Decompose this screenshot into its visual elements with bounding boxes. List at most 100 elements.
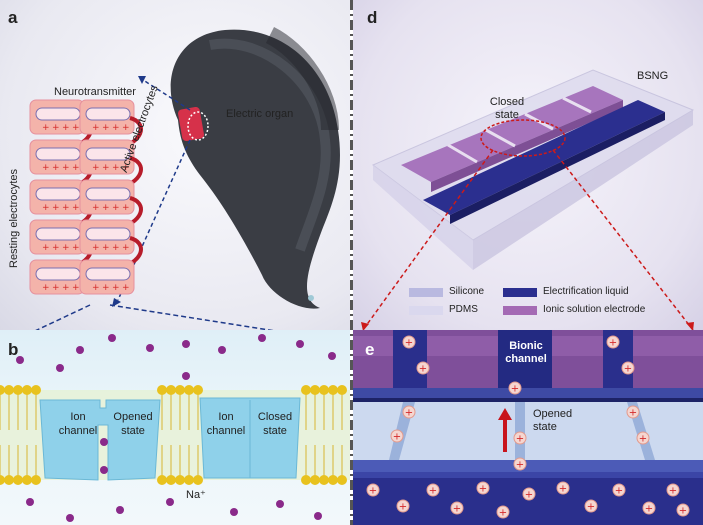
charge-plus: +	[62, 203, 70, 213]
legend-swatch-electrode	[503, 306, 537, 315]
charge-plus: +	[102, 123, 110, 133]
legend-label-pdms: PDMS	[449, 304, 478, 315]
opened-state-label: Opened state	[113, 411, 153, 437]
charge-plus: +	[62, 163, 70, 173]
sodium-ion	[314, 512, 322, 520]
ion-channel-1-label: Ion channel	[58, 411, 98, 437]
lipid-head	[22, 475, 32, 485]
lipid-head	[193, 475, 203, 485]
charge-plus: +	[92, 123, 100, 133]
plus-sign: +	[587, 502, 595, 513]
positive-charge	[496, 505, 510, 519]
lipid-head	[310, 385, 320, 395]
charge-plus: +	[122, 243, 130, 253]
charge-plus: +	[42, 203, 50, 213]
cell-membrane	[35, 107, 81, 121]
charge-plus: +	[122, 163, 130, 173]
positive-charge	[508, 381, 522, 395]
positive-charge	[513, 431, 527, 445]
cell-membrane	[35, 147, 81, 161]
positive-charge	[676, 503, 690, 517]
charge-plus: +	[112, 243, 120, 253]
sodium-ion	[258, 334, 266, 342]
positive-charge	[636, 431, 650, 445]
plus-sign: +	[629, 408, 637, 419]
sodium-ion	[108, 334, 116, 342]
sodium-ion-label: Na⁺	[186, 489, 206, 501]
lipid-head	[184, 385, 194, 395]
plus-sign: +	[399, 502, 407, 513]
cell-membrane	[85, 267, 131, 281]
charge-plus: +	[52, 283, 60, 293]
lipid-head	[4, 385, 14, 395]
lipid-head	[301, 475, 311, 485]
electric-eel	[170, 29, 340, 309]
plus-sign: +	[499, 508, 507, 519]
positive-charge	[476, 481, 490, 495]
positive-charge	[426, 483, 440, 497]
charge-plus: +	[102, 243, 110, 253]
lipid-head	[157, 475, 167, 485]
panel-e-art: ++++++++++++++++++++++++	[353, 330, 703, 525]
cell-membrane	[35, 267, 81, 281]
sodium-ion	[56, 364, 64, 372]
lipid-head	[328, 385, 338, 395]
plus-sign: +	[405, 408, 413, 419]
lipid-head	[301, 385, 311, 395]
charge-plus: +	[52, 123, 60, 133]
plus-sign: +	[516, 434, 524, 445]
closed-state-label: Closed state	[257, 411, 293, 437]
lipid-head	[337, 385, 347, 395]
sodium-ions	[16, 334, 336, 522]
plus-sign: +	[429, 486, 437, 497]
legend-swatch-liquid	[503, 288, 537, 297]
charge-plus: +	[102, 203, 110, 213]
plus-sign: +	[525, 490, 533, 501]
panel-b-label: b	[8, 340, 19, 359]
panel-e: ++++++++++++++++++++++++ e Bionic channe…	[353, 330, 703, 525]
lipid-head	[31, 475, 41, 485]
plus-sign: +	[369, 486, 377, 497]
cell-membrane	[35, 227, 81, 241]
legend-swatch-silicone	[409, 288, 443, 297]
charge-plus: +	[42, 123, 50, 133]
sodium-ion	[328, 352, 336, 360]
plus-sign: +	[645, 504, 653, 515]
plus-sign: +	[405, 338, 413, 349]
positive-charge	[626, 405, 640, 419]
plus-sign: +	[639, 434, 647, 445]
closed-state-d-label: Closed state	[489, 96, 525, 121]
sodium-ion	[26, 498, 34, 506]
positive-charge	[584, 499, 598, 513]
charge-plus: +	[62, 123, 70, 133]
plus-sign: +	[609, 338, 617, 349]
plus-sign: +	[624, 364, 632, 375]
plus-sign: +	[559, 484, 567, 495]
charge-plus: +	[42, 163, 50, 173]
electric-organ-label: Electric organ	[226, 108, 294, 120]
charge-plus: +	[122, 283, 130, 293]
lipid-head	[0, 385, 5, 395]
lipid-head	[337, 475, 347, 485]
charge-plus: +	[62, 283, 70, 293]
bsng-label: BSNG	[637, 70, 669, 82]
charge-plus: +	[72, 123, 80, 133]
lipid-head	[310, 475, 320, 485]
lipid-head	[157, 385, 167, 395]
plus-sign: +	[393, 432, 401, 443]
plus-sign: +	[615, 486, 623, 497]
positive-charges: ++++++++++++++++++++++++	[366, 335, 690, 519]
sodium-ion	[146, 344, 154, 352]
panel-d: d BSNG Closed state Silicone PDMS Electr…	[353, 0, 703, 330]
legend-label-electrode: Ionic solution electrode	[543, 304, 646, 315]
charge-plus: +	[52, 163, 60, 173]
charge-plus: +	[42, 243, 50, 253]
positive-charge	[402, 405, 416, 419]
charge-plus: +	[62, 243, 70, 253]
sodium-ion	[182, 340, 190, 348]
positive-charge	[402, 335, 416, 349]
positive-charge	[390, 429, 404, 443]
legend-label-silicone: Silicone	[449, 286, 485, 297]
charge-plus: +	[72, 203, 80, 213]
sodium-ion	[182, 372, 190, 380]
